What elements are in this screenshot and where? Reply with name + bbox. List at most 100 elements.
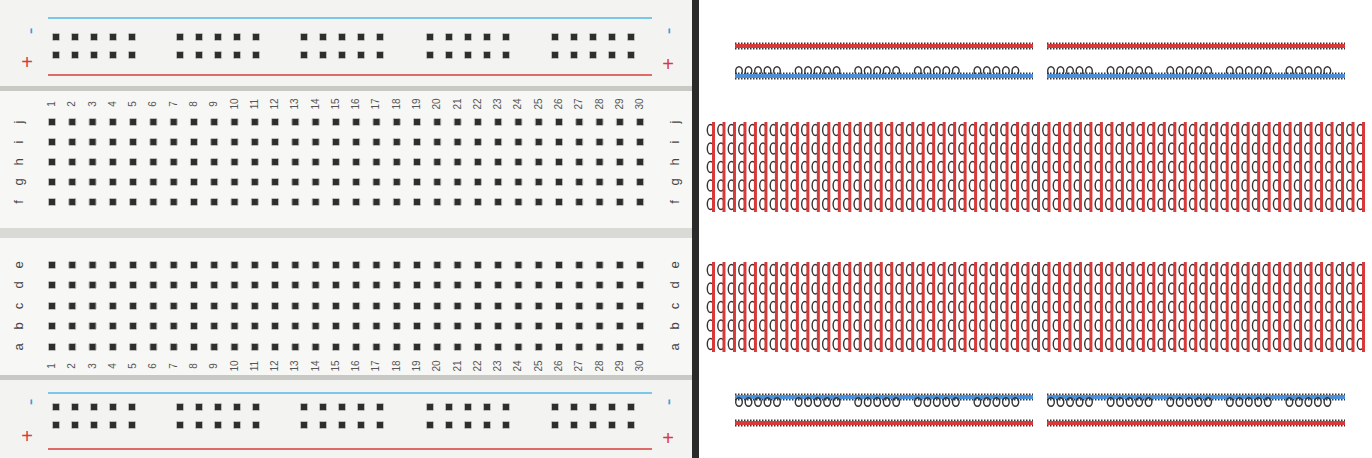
contact-hole	[53, 422, 60, 429]
column-number: 19	[412, 98, 422, 109]
contact-hole	[72, 52, 79, 59]
rail-polarity-mark: +	[662, 428, 674, 448]
column-number: 19	[412, 360, 422, 371]
contact-hole	[628, 422, 635, 429]
contact-hole	[109, 119, 116, 126]
positive-rail-line	[48, 74, 652, 76]
contact-hole	[377, 422, 384, 429]
strip-conductor	[1100, 122, 1103, 212]
contact-hole	[353, 119, 360, 126]
contact-hole	[616, 139, 623, 146]
strip-conductor	[1100, 262, 1103, 352]
contact-hole	[616, 179, 623, 186]
strip-conductor	[985, 122, 988, 212]
contact-hole	[515, 323, 522, 330]
contact-hole	[637, 179, 644, 186]
contact-hole	[301, 34, 308, 41]
contact-hole	[515, 139, 522, 146]
contact-hole	[556, 159, 563, 166]
rail-hole	[1315, 398, 1322, 406]
contact-hole	[576, 323, 583, 330]
strip-conductor	[943, 122, 946, 212]
rail-hole	[1012, 398, 1019, 406]
contact-hole	[89, 262, 96, 269]
strip-conductor	[890, 262, 893, 352]
contact-hole	[215, 404, 222, 411]
contact-hole	[211, 323, 218, 330]
contact-hole	[339, 52, 346, 59]
contact-teeth	[1047, 73, 1345, 80]
contact-hole	[332, 179, 339, 186]
strip-conductor	[1278, 122, 1281, 212]
column-number: 15	[331, 360, 341, 371]
contact-hole	[576, 199, 583, 206]
contact-hole	[129, 404, 136, 411]
contact-hole	[358, 404, 365, 411]
rail-hole	[984, 398, 991, 406]
strip-conductor	[838, 262, 841, 352]
strip-conductor	[1184, 262, 1187, 352]
strip-seam	[0, 86, 692, 91]
strip-conductor	[722, 122, 725, 212]
strip-conductor	[1079, 122, 1082, 212]
contact-hole	[484, 52, 491, 59]
column-number: 13	[290, 98, 300, 109]
strip-conductor	[1341, 262, 1344, 352]
contact-hole	[272, 303, 279, 310]
rail-conductor	[735, 421, 1033, 425]
contact-hole	[320, 404, 327, 411]
contact-hole	[170, 119, 177, 126]
rail-hole	[1255, 398, 1262, 406]
contact-hole	[556, 262, 563, 269]
contact-hole	[234, 52, 241, 59]
strip-conductor	[838, 122, 841, 212]
contact-hole	[91, 404, 98, 411]
contact-hole	[312, 344, 319, 351]
contact-hole	[353, 159, 360, 166]
contact-hole	[353, 282, 360, 289]
column-number: 26	[554, 360, 564, 371]
strip-conductor	[1310, 262, 1313, 352]
contact-hole	[503, 404, 510, 411]
strip-conductor	[1089, 262, 1092, 352]
contact-hole	[495, 262, 502, 269]
contact-hole	[251, 119, 258, 126]
contact-hole	[393, 262, 400, 269]
contact-hole	[616, 303, 623, 310]
contact-hole	[535, 303, 542, 310]
contact-hole	[609, 404, 616, 411]
rail-hole	[1167, 398, 1174, 406]
contact-hole	[69, 303, 76, 310]
rail-hole	[1067, 398, 1074, 406]
contact-hole	[251, 199, 258, 206]
contact-hole	[414, 199, 421, 206]
contact-hole	[49, 139, 56, 146]
contact-hole	[616, 344, 623, 351]
contact-hole	[515, 159, 522, 166]
strip-conductor	[796, 262, 799, 352]
contact-hole	[130, 159, 137, 166]
strip-conductor	[1047, 262, 1050, 352]
contact-hole	[474, 303, 481, 310]
contact-hole	[190, 139, 197, 146]
strip-conductor	[1027, 262, 1030, 352]
strip-conductor	[1131, 122, 1134, 212]
rail-hole	[755, 398, 762, 406]
contact-hole	[69, 262, 76, 269]
contact-hole	[434, 119, 441, 126]
column-number: 17	[371, 360, 381, 371]
strip-conductor	[1331, 122, 1334, 212]
column-number: 9	[209, 101, 219, 107]
strip-conductor	[1142, 122, 1145, 212]
contact-hole	[253, 404, 260, 411]
rail-hole	[1296, 398, 1303, 406]
rail-hole	[1086, 398, 1093, 406]
contact-hole	[465, 404, 472, 411]
strip-conductor	[1047, 122, 1050, 212]
rail-conductor	[735, 74, 1033, 78]
contact-hole	[190, 303, 197, 310]
rail-hole	[1107, 398, 1114, 406]
strip-conductor	[1173, 122, 1176, 212]
contact-teeth	[735, 43, 1033, 50]
strip-conductor	[922, 122, 925, 212]
